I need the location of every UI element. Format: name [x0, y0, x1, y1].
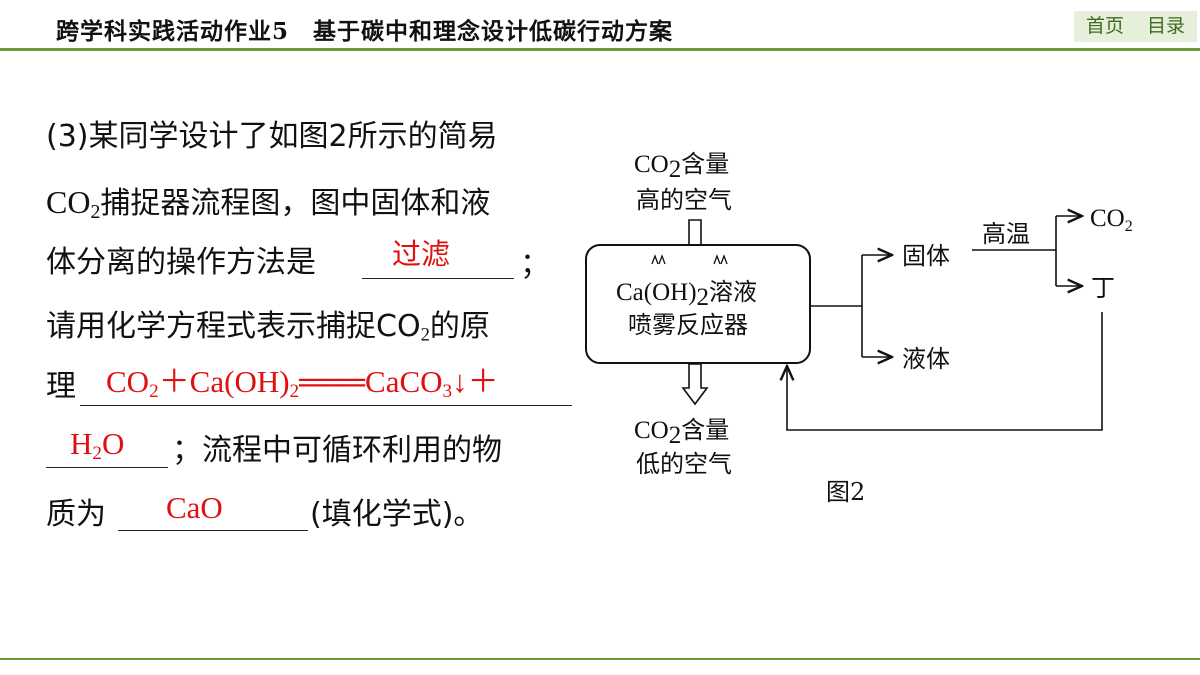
question-line-1: (3)某同学设计了如图2所示的简易 — [46, 122, 498, 152]
input-air-label-2: 高的空气 — [636, 186, 732, 214]
co2-formula: CO2 — [46, 184, 101, 223]
question-text: 的原 — [429, 309, 490, 344]
liquid-label: 液体 — [902, 345, 950, 373]
answer-separation: 过滤 — [392, 237, 451, 271]
question-line-6: ；流程中可循环利用的物 — [172, 433, 502, 468]
ding-label: 丁 — [1091, 274, 1115, 302]
question-text: 请用化学方程式表示捕捉CO — [46, 309, 421, 344]
answer-recycle: CaO — [166, 490, 223, 525]
reactor-label-2: 喷雾反应器 — [628, 311, 748, 339]
high-temp-label: 高温 — [982, 220, 1030, 248]
question-line-4: 请用化学方程式表示捕捉CO2的原 — [46, 309, 490, 346]
figure-caption: 图2 — [826, 478, 865, 506]
answer-h2o: H2O — [70, 426, 125, 464]
semicolon: ； — [520, 247, 550, 282]
answer-blank-recycle — [118, 504, 308, 531]
question-text: 捕捉器流程图，图中固体和液 — [100, 186, 491, 221]
calcination-lines — [972, 216, 1082, 286]
output-air-label-1: CO2含量 — [634, 416, 729, 449]
output-air-label-2: 低的空气 — [636, 450, 732, 478]
co2-output-label: CO2 — [1090, 205, 1133, 235]
answer-equation: CO2＋Ca(OH)2═══CaCO3↓＋ — [106, 364, 499, 402]
spray-reactor — [585, 244, 811, 364]
reactor-label-1: Ca(OH)2溶液 — [616, 278, 757, 311]
solid-label: 固体 — [902, 242, 950, 270]
answer-blank-equation — [80, 379, 572, 406]
question-text: (3)某同学设计了如图2所示的简易 — [46, 119, 498, 154]
question-text: 体分离的操作方法是 — [46, 245, 316, 280]
answer-blank-separation — [362, 252, 514, 279]
home-button[interactable]: 首页 — [1074, 11, 1136, 42]
question-line-3: 体分离的操作方法是 — [46, 248, 316, 278]
contents-button[interactable]: 目录 — [1135, 11, 1197, 42]
page-title: 跨学科实践活动作业5 基于碳中和理念设计低碳行动方案 — [56, 18, 674, 45]
recycle-loop — [787, 312, 1103, 431]
spray-marks-top — [651, 254, 728, 265]
question-line-2: CO2捕捉器流程图，图中固体和液 — [46, 184, 491, 223]
answer-blank-h2o — [46, 441, 168, 468]
question-line-5: 理 — [46, 369, 76, 404]
footer-divider — [0, 658, 1200, 660]
question-line-7-end: (填化学式)。 — [310, 497, 484, 532]
split-lines — [810, 255, 892, 357]
question-line-7: 质为 — [46, 497, 106, 532]
header-divider — [0, 48, 1200, 51]
input-air-label-1: CO2含量 — [634, 150, 729, 183]
output-arrow — [681, 363, 709, 406]
